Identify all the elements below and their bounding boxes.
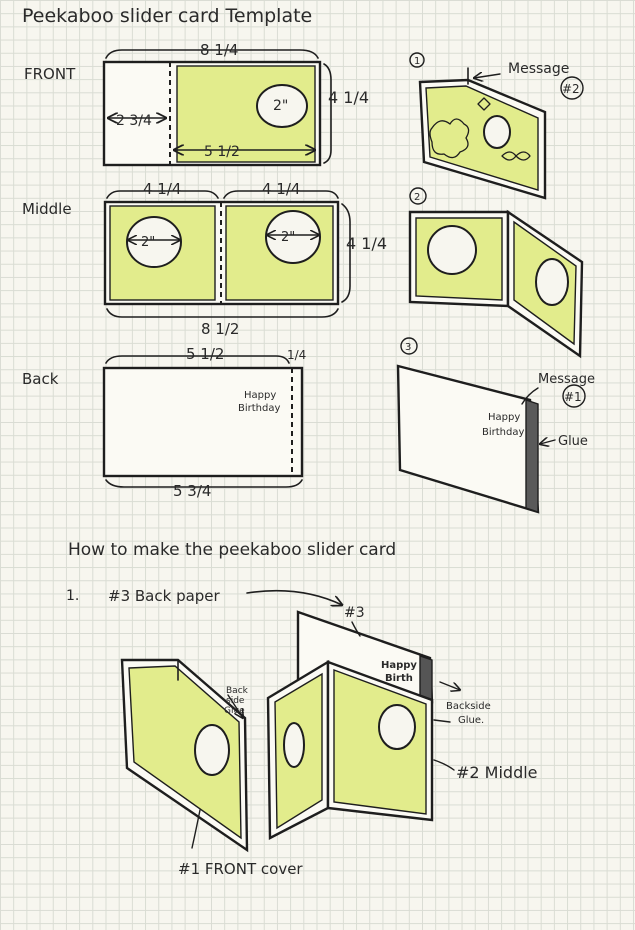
front-flap-label: 2 3/4 [116, 113, 152, 129]
back-flap-label: 1/4 [287, 348, 306, 362]
howto-back-glue-l2: Glue. [458, 715, 484, 726]
step-3-message-word: Message [538, 372, 595, 387]
howto-middle: #2 Middle [266, 659, 538, 840]
step-2-left-hole [427, 225, 477, 275]
step-3-circle [400, 337, 418, 355]
middle-height-bracket [341, 203, 351, 303]
howto-front-cover: Back side Glue #1 FRONT cover [120, 658, 303, 878]
step-1-message-circle [560, 76, 584, 100]
step-1-message-word: Message [508, 61, 569, 77]
howto-heading: How to make the peekaboo slider card [68, 540, 396, 560]
howto-back-paper-arrow [246, 589, 342, 605]
howto-front-glue-arrow [227, 694, 243, 718]
front-template: FRONT 2" 8 1/4 4 1/4 2 3/4 5 1/2 [24, 41, 369, 167]
howto-back-paper-label: #3 Back paper [108, 587, 221, 605]
back-main-width-label: 5 1/2 [186, 345, 224, 363]
middle-left-width-label: 4 1/4 [143, 180, 181, 198]
howto-middle-right-hole [378, 704, 416, 750]
front-label: FRONT [24, 65, 76, 83]
howto-num3: #3 [344, 605, 365, 621]
howto-front-glue-l2: side [226, 696, 245, 706]
back-total-label: 5 3/4 [173, 482, 211, 500]
howto-back-glue-l1: Backside [446, 701, 491, 712]
front-panel-label: 5 1/2 [204, 144, 240, 160]
howto-front-cover-hole [194, 724, 230, 776]
howto-middle-pointer [433, 719, 451, 723]
howto-front-cover-label: #1 FRONT cover [178, 860, 303, 878]
step-2-illustration: 2 [408, 187, 584, 359]
step-3-message-pointer [521, 387, 539, 405]
howto-middle-label-pointer [433, 759, 455, 771]
howto-step-number: 1. [66, 588, 79, 604]
howto-front-glue-l3: Glue [224, 706, 245, 716]
step-3-glue-label: Glue [558, 434, 588, 449]
middle-total-bracket [106, 308, 339, 318]
front-hole-label: 2" [273, 98, 288, 114]
step-3-text-line1: Happy [488, 412, 520, 423]
step-1-circle [409, 52, 425, 68]
step-1-message-number: #2 [562, 82, 580, 96]
howto-front-cover-pointer [191, 809, 201, 849]
howto-front-glue-l1: Back [226, 686, 249, 696]
middle-right-width-bracket [223, 190, 339, 199]
front-hole [256, 84, 308, 128]
step-3-message-circle [562, 384, 586, 408]
front-height-bracket [323, 63, 332, 164]
step-1-number: 1 [414, 56, 420, 67]
front-width-label: 8 1/4 [200, 41, 238, 59]
middle-right-width-label: 4 1/4 [262, 180, 300, 198]
howto-front-cover-panel [128, 665, 242, 840]
back-text-line1: Happy [244, 390, 276, 401]
step-3-glue-strip [525, 399, 539, 513]
step-3-message-number: #1 [564, 390, 582, 404]
middle-template: Middle 2" 2" 4 1/4 4 1/4 4 1/4 8 1/2 [22, 180, 387, 338]
middle-total-label: 8 1/2 [201, 320, 239, 338]
howto-happy: Happy [381, 660, 417, 671]
middle-left-hole-label: 2" [141, 235, 155, 250]
step-1-panel [425, 85, 539, 191]
howto-middle-left-hole [283, 722, 305, 768]
back-template: Back 5 1/2 1/4 Happy Birthday 5 3/4 [22, 345, 306, 500]
back-total-bracket [105, 479, 303, 488]
step-1-message-arrow [474, 74, 501, 78]
step-2-number: 2 [414, 192, 420, 203]
howto-middle-label: #2 Middle [456, 763, 538, 782]
back-text-line2: Birthday [238, 403, 280, 414]
howto-back-glue-arrow [439, 681, 460, 690]
front-height-label: 4 1/4 [328, 88, 369, 107]
step-3-number: 3 [405, 342, 411, 353]
middle-label: Middle [22, 200, 72, 218]
middle-right-hole-label: 2" [281, 230, 295, 245]
back-card-outline [102, 366, 304, 478]
middle-left-width-bracket [106, 190, 219, 199]
front-width-bracket [105, 49, 319, 59]
step-3-glue-arrow [540, 440, 556, 444]
step-2-right-hole [535, 258, 569, 306]
step-1-illustration: 1 Message #2 [409, 52, 584, 200]
back-main-bracket [105, 355, 290, 364]
step-2-circle [409, 187, 427, 205]
back-label: Back [22, 370, 59, 388]
step-3-text-line2: Birthday [482, 427, 524, 438]
howto-birth: Birth [385, 673, 413, 684]
howto-num3-pointer [351, 621, 361, 637]
middle-height-label: 4 1/4 [346, 234, 387, 253]
step-1-hole [483, 115, 511, 149]
step-3-illustration: 3 Happy Birthday Message #1 Glue [396, 337, 595, 514]
step-1-flower-bouquet [429, 118, 470, 159]
step-1-bow-decoration [477, 97, 531, 161]
page-title: Peekaboo slider card Template [22, 5, 312, 27]
step-3-card [396, 364, 540, 514]
